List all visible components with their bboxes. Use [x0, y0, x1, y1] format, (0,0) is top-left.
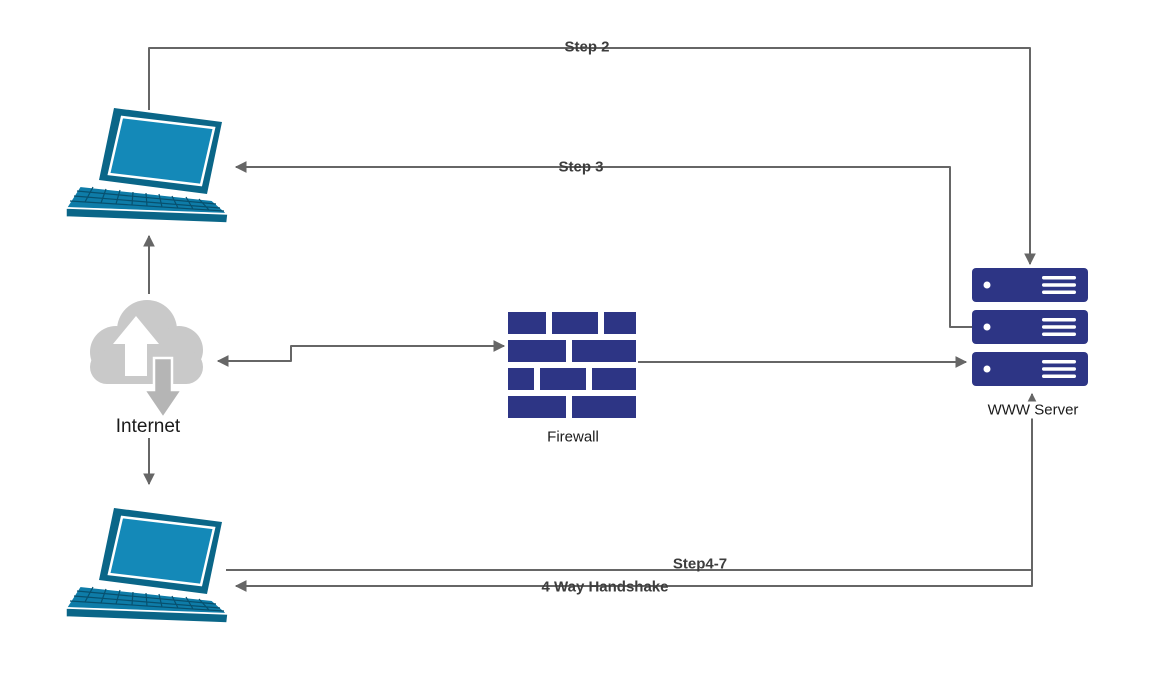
- laptop-base-edge: [66, 607, 229, 624]
- label-firewall: Firewall: [544, 428, 602, 446]
- led-dot: [983, 281, 991, 289]
- upload-arrow-icon: [113, 316, 159, 376]
- edge-label-step4-7: Step4-7: [672, 555, 728, 573]
- laptop-screen: [107, 515, 216, 587]
- download-arrow-icon: [141, 356, 185, 421]
- brick: [572, 396, 636, 418]
- brick: [604, 312, 636, 334]
- laptop-top-icon: [66, 108, 231, 224]
- laptop-keyboard-keys: [69, 186, 225, 212]
- vent-line: [1042, 367, 1076, 371]
- vent-line: [1042, 290, 1076, 294]
- brick: [572, 340, 636, 362]
- connector-step2: [148, 47, 1036, 266]
- firewall-icon: [508, 312, 636, 418]
- connector-internet-firewall: [216, 340, 506, 367]
- connector-step3: [234, 161, 972, 328]
- brick-wall: [508, 312, 636, 418]
- server-unit: [972, 268, 1088, 302]
- label-www-server: WWW Server: [984, 401, 1082, 419]
- vent-line: [1042, 276, 1076, 280]
- brick: [508, 396, 566, 418]
- vent-line: [1042, 318, 1076, 322]
- vent-line: [1042, 374, 1076, 378]
- edge-label-handshake: 4 Way Handshake: [541, 578, 669, 596]
- vent-line: [1042, 360, 1076, 364]
- vent-line: [1042, 332, 1076, 336]
- led-dot: [983, 323, 991, 331]
- laptop-bottom-icon: [66, 508, 231, 624]
- server-stack-icon: [972, 268, 1088, 386]
- vent-line: [1042, 283, 1076, 287]
- edge-label-step3: Step 3: [558, 158, 604, 176]
- label-internet: Internet: [112, 416, 184, 438]
- vent-line: [1042, 325, 1076, 329]
- internet-cloud-icon: [90, 300, 203, 421]
- brick: [508, 312, 546, 334]
- brick: [552, 312, 598, 334]
- laptop-screen: [107, 115, 216, 187]
- laptop-base-edge: [66, 207, 229, 224]
- server-unit: [972, 352, 1088, 386]
- laptop-keyboard-keys: [69, 586, 225, 612]
- brick: [592, 368, 636, 390]
- brick: [508, 368, 534, 390]
- connector-server-to-laptop-handshake: [234, 570, 1033, 592]
- server-unit: [972, 310, 1088, 344]
- led-dot: [983, 365, 991, 373]
- edge-label-step2: Step 2: [564, 38, 610, 56]
- connector-laptop-to-server-step4-7: [226, 392, 1038, 571]
- brick: [508, 340, 566, 362]
- brick: [540, 368, 586, 390]
